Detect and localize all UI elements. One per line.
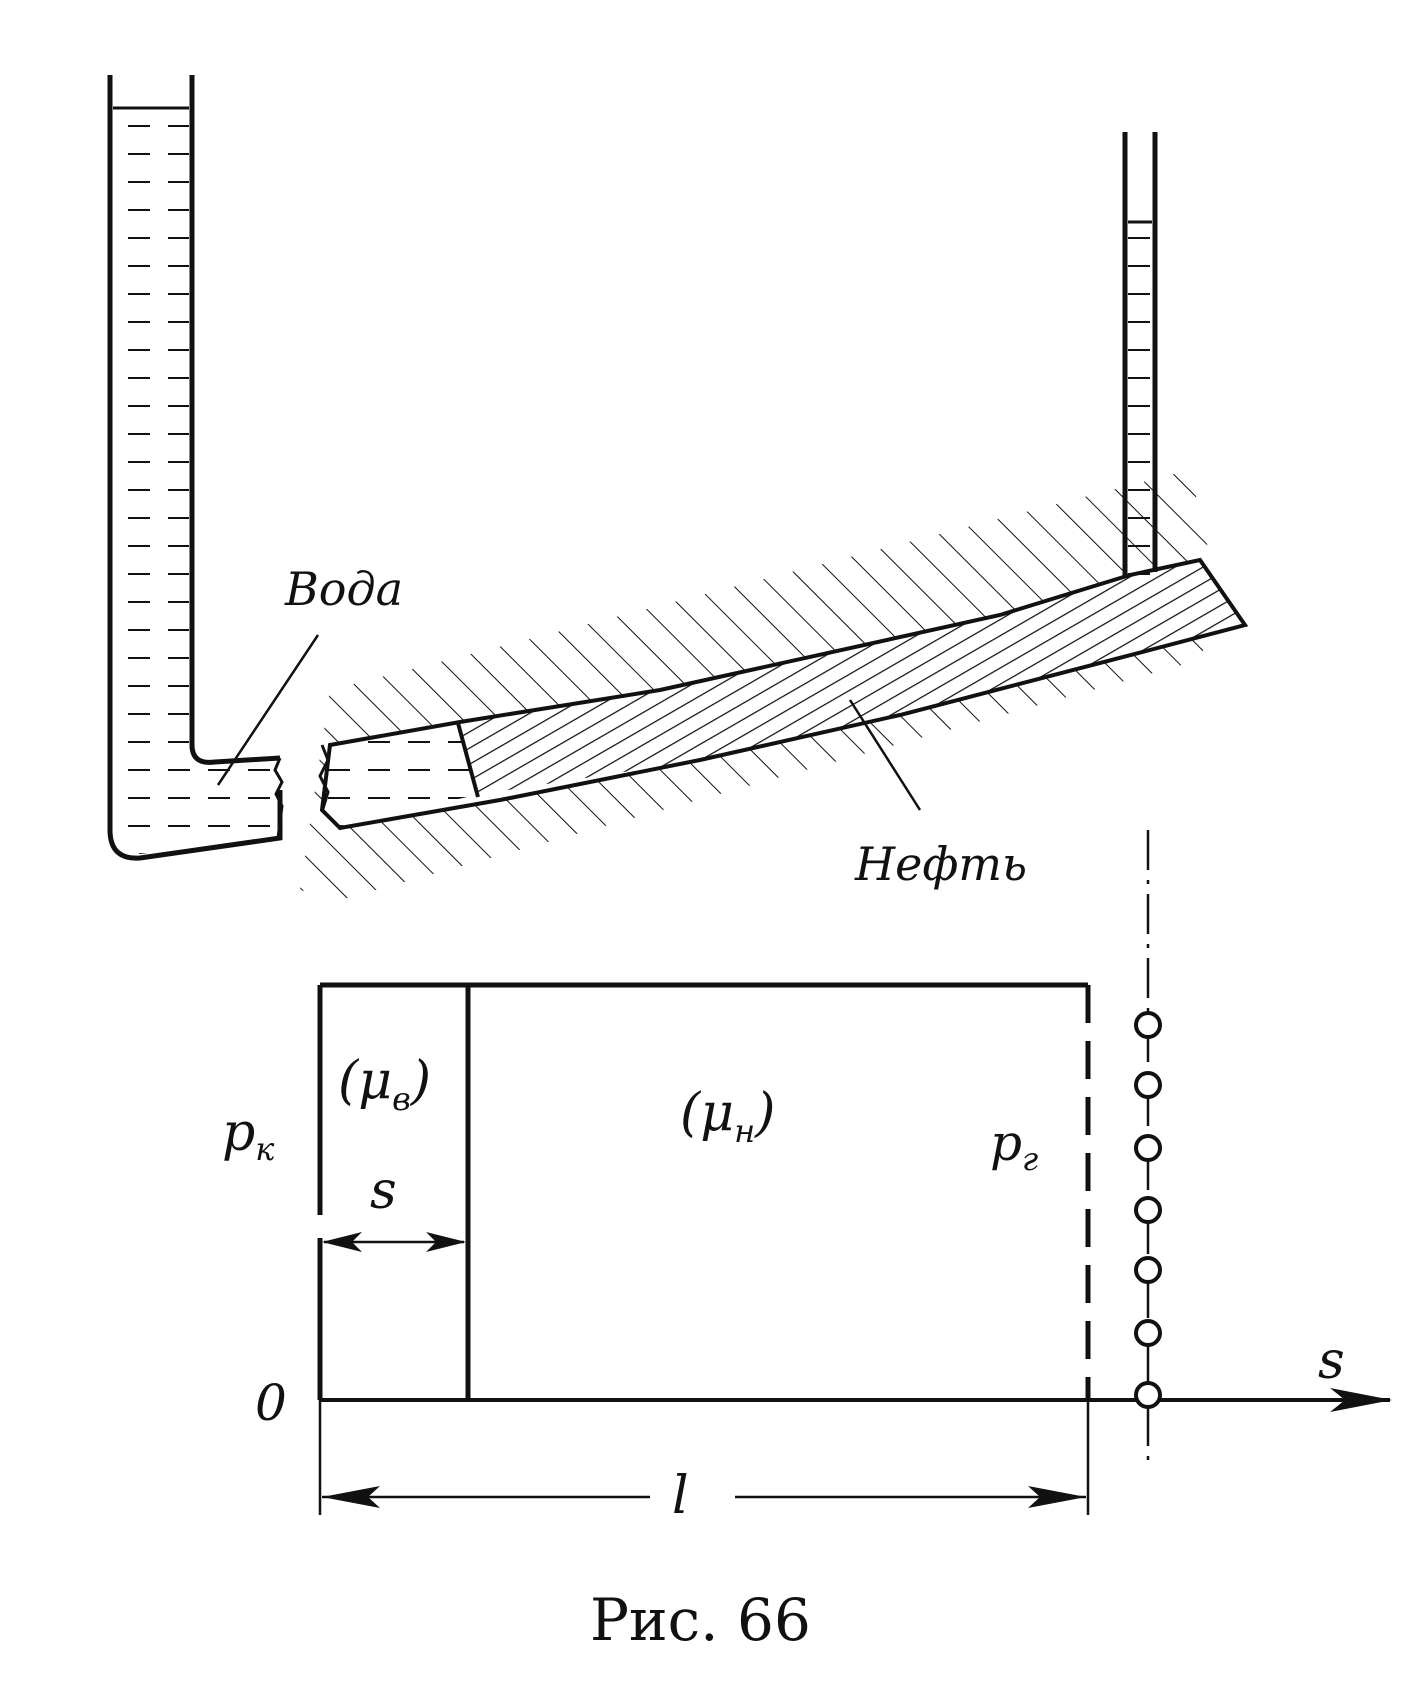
water-leader <box>216 634 320 786</box>
oil-leader <box>848 699 922 811</box>
figure-caption: Рис. 66 <box>590 1586 811 1654</box>
label-s-axis: s <box>1318 1331 1345 1391</box>
label-water: Вода <box>284 562 403 616</box>
label-origin: 0 <box>255 1374 287 1432</box>
well-symbol <box>1134 1071 1162 1099</box>
layer-break <box>318 744 330 813</box>
well-symbol <box>1134 1319 1162 1347</box>
water-oil-interface <box>456 722 480 798</box>
well-tube <box>1122 132 1158 578</box>
label-oil: Нефть <box>854 837 1027 891</box>
well-symbol <box>1134 1011 1162 1039</box>
label-p-k: pк <box>222 1103 275 1168</box>
water-in-layer <box>322 723 476 826</box>
schematic: (μв) (μн) pк pг s s 0 l <box>222 830 1392 1526</box>
label-s-front: s <box>370 1161 397 1221</box>
s-axis-arrow <box>1330 1388 1392 1412</box>
label-length: l <box>672 1466 689 1526</box>
water-tube <box>107 75 284 861</box>
well-symbol <box>1134 1196 1162 1224</box>
label-mu-water: (μв) <box>338 1051 431 1118</box>
label-p-g: pг <box>990 1114 1038 1178</box>
s-dimension <box>322 1232 466 1252</box>
well-symbol <box>1134 1256 1162 1284</box>
well-row <box>1134 1011 1162 1409</box>
oil-in-layer <box>458 560 1245 795</box>
physical-model: Вода Нефть <box>107 75 1249 900</box>
well-symbol <box>1134 1134 1162 1162</box>
l-dimension <box>318 1400 1090 1515</box>
label-mu-oil: (μн) <box>680 1083 775 1150</box>
well-symbol <box>1134 1381 1162 1409</box>
